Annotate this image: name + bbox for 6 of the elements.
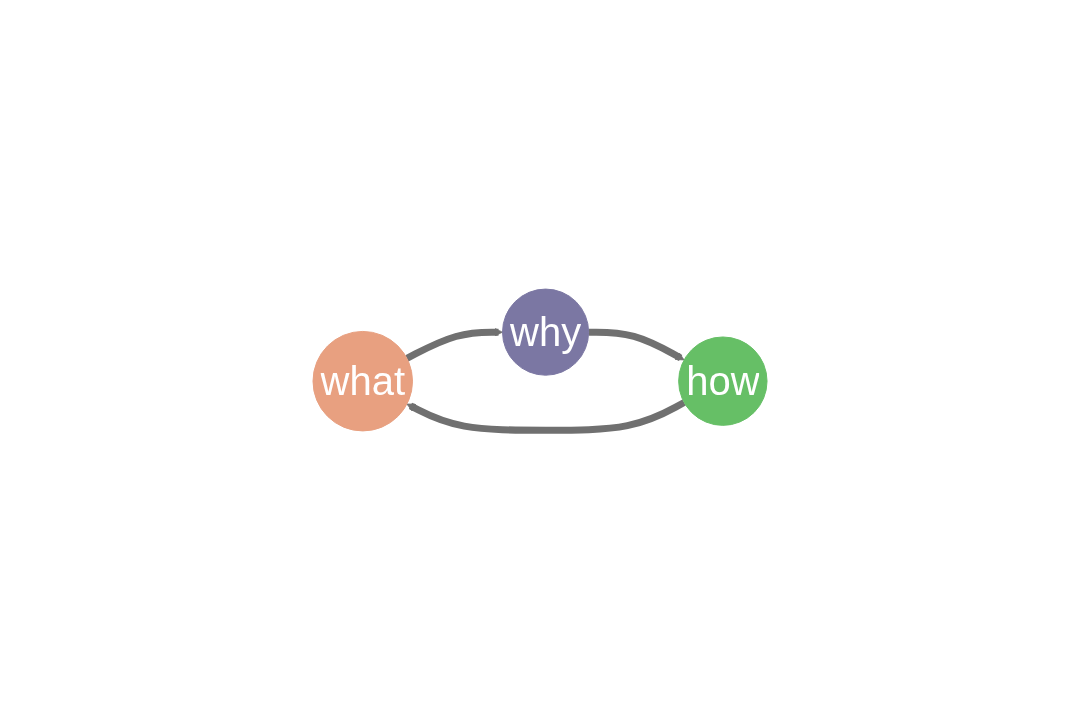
- arrow: [405, 327, 503, 362]
- arrow: [588, 328, 685, 362]
- arrow: [406, 399, 686, 434]
- node-circle: how: [678, 336, 768, 426]
- node-circle: why: [502, 288, 590, 376]
- node-circle: what: [312, 330, 413, 432]
